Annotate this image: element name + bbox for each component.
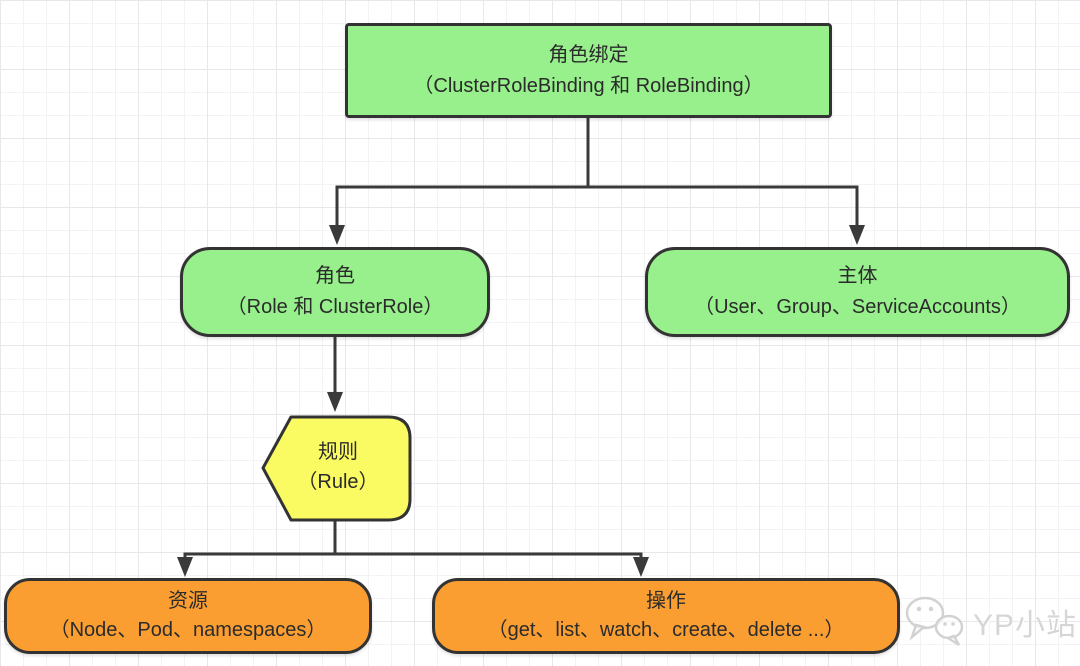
node-resource-subtitle: （Node、Pod、namespaces） [49, 619, 327, 641]
edge-rule-branches [183, 552, 643, 560]
node-role-title: 角色 [315, 265, 355, 287]
node-rule-label: 规则 （Rule） [272, 437, 404, 497]
node-role: 角色 （Role 和 ClusterRole） [180, 247, 490, 337]
node-rule-subtitle: （Rule） [297, 471, 379, 493]
node-role-binding-subtitle: （ClusterRoleBinding 和 RoleBinding） [413, 74, 764, 97]
arrowhead-to-resource [177, 557, 193, 577]
arrowhead-to-subject [849, 225, 865, 245]
node-role-binding-title: 角色绑定 [548, 43, 629, 66]
watermark: YP小站 [903, 594, 1077, 650]
node-role-binding: 角色绑定 （ClusterRoleBinding 和 RoleBinding） [345, 23, 832, 118]
wechat-icon [905, 596, 964, 647]
arrowhead-to-role [329, 225, 345, 245]
arrowhead-to-operation [633, 557, 649, 577]
watermark-label: YP小站 [973, 609, 1078, 642]
node-operation-subtitle: （get、list、watch、create、delete ...） [487, 619, 845, 641]
node-role-subtitle: （Role 和 ClusterRole） [226, 296, 444, 318]
node-subject-title: 主体 [837, 265, 878, 287]
node-operation: 操作 （get、list、watch、create、delete ...） [432, 578, 900, 654]
node-rule-title: 规则 [318, 441, 358, 463]
node-operation-title: 操作 [646, 590, 686, 612]
arrowhead-to-rule [327, 392, 343, 412]
edge-rolebinding-branches [335, 185, 859, 228]
node-rule-shape [261, 415, 412, 522]
node-subject: 主体 （User、Group、ServiceAccounts） [645, 247, 1070, 337]
node-resource-title: 资源 [168, 590, 208, 612]
node-resource: 资源 （Node、Pod、namespaces） [4, 578, 372, 654]
node-subject-subtitle: （User、Group、ServiceAccounts） [694, 296, 1021, 318]
